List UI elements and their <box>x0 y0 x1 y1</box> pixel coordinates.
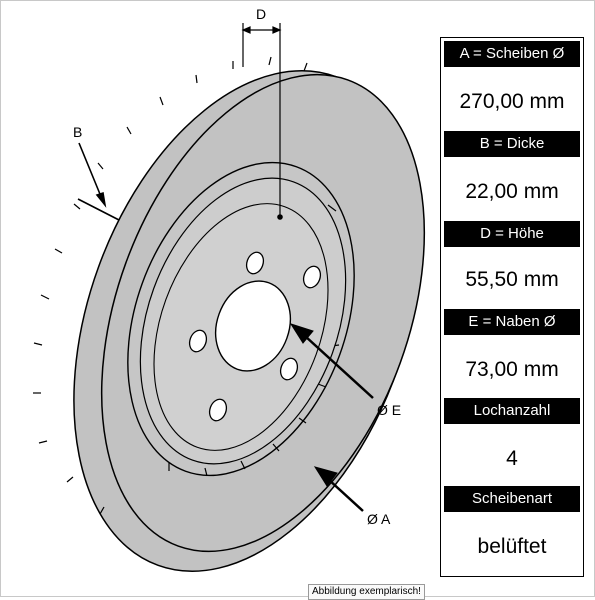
spec-label-hub-diameter: E = Naben Ø <box>444 309 580 335</box>
spec-value-hub-diameter: 73,00 mm <box>465 358 559 381</box>
spec-label-hole-count: Lochanzahl <box>444 398 580 424</box>
bolt-hole <box>245 251 265 275</box>
label-a: Ø A <box>367 511 391 527</box>
center-bore <box>214 280 292 372</box>
bolt-holes <box>188 251 322 422</box>
spec-value-thickness: 22,00 mm <box>465 180 559 203</box>
spec-label-disc-type: Scheibenart <box>444 486 580 512</box>
spec-value-diameter: 270,00 mm <box>459 90 565 113</box>
vent-slots <box>33 56 308 515</box>
dimension-a <box>313 466 364 512</box>
dimension-d <box>241 23 283 220</box>
spec-label-height: D = Höhe <box>444 221 580 247</box>
spec-value-hole-count: 4 <box>506 447 518 470</box>
bolt-hole <box>208 398 228 422</box>
dimension-e <box>289 323 374 399</box>
dimension-b <box>77 142 120 221</box>
bolt-hole <box>188 329 208 353</box>
spec-label-thickness: B = Dicke <box>444 131 580 157</box>
label-b: B <box>73 124 82 140</box>
bolt-hole <box>302 265 322 289</box>
bolt-hole <box>279 357 299 381</box>
specification-panel: A = Scheiben Ø 270,00 mm B = Dicke 22,00… <box>440 37 584 577</box>
label-e: Ø E <box>377 402 401 418</box>
spec-value-disc-type: belüftet <box>477 535 547 558</box>
label-d: D <box>256 6 266 22</box>
illustration-note: Abbildung exemplarisch! <box>308 584 425 600</box>
spec-label-diameter: A = Scheiben Ø <box>444 41 580 67</box>
spec-value-height: 55,50 mm <box>465 268 559 291</box>
